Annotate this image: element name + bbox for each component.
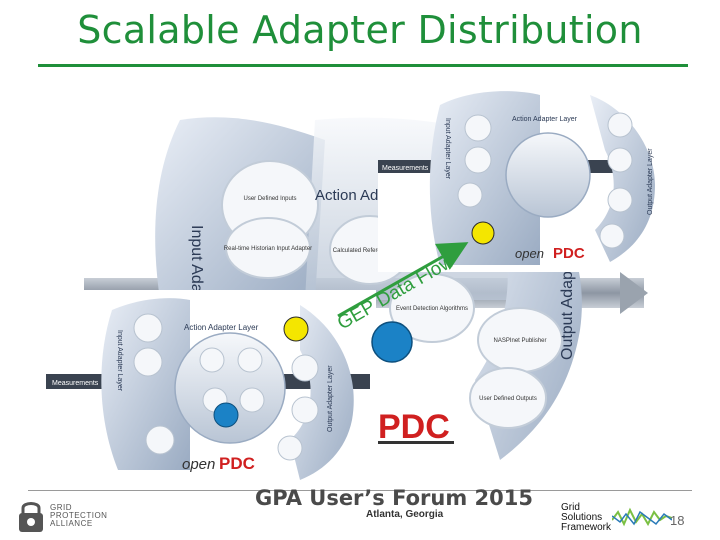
mini-top-node-6 (607, 187, 633, 213)
gsf-logo-line-3: Framework (561, 522, 612, 533)
mini-bottom-output-label: Output Adapter Layer (327, 365, 334, 432)
mini-top-input-label: Input Adapter Layer (444, 118, 451, 180)
mini-top-input-arc (429, 91, 540, 265)
mini-top-node-4 (607, 112, 633, 138)
mini-top-output-label: Output Adapter Layer (647, 148, 654, 215)
mini-bottom-action-label: Action Adapter Layer (184, 323, 259, 332)
gpa-logo-text: GRID PROTECTION ALLIANCE (50, 504, 107, 528)
gsf-logo-line-2: Solutions (561, 512, 603, 523)
gpa-logo-line-2: PROTECTION (50, 511, 108, 520)
slide-title: Scalable Adapter Distribution (77, 8, 643, 52)
mini-bottom-node-7 (199, 347, 225, 373)
mini-bottom-node-8 (237, 347, 263, 373)
mini-bottom-output-arc (290, 305, 354, 480)
title-underline (38, 64, 688, 67)
mini-bottom-measurements: Measurements (52, 380, 99, 387)
mini-top-yellow-node (471, 221, 495, 245)
mini-bottom-yellow-node (283, 316, 309, 342)
mini-top-output-arc (590, 95, 655, 262)
page-number: 18 (670, 513, 685, 528)
mini-bottom-node-6 (277, 435, 303, 461)
gpa-logo-line-1: GRID (50, 503, 72, 512)
gsf-waveform-icon (612, 507, 672, 527)
mini-bottom-pdc: PDC (219, 454, 255, 473)
large-blue-node (371, 321, 413, 363)
gsf-logo-text: Grid Solutions Framework (561, 503, 611, 533)
mini-bottom-node-2 (133, 347, 163, 377)
mini-bottom-input-arc (101, 298, 190, 470)
mini-top-node-3 (457, 182, 483, 208)
historian-label: Real-time Historian Input Adapter (224, 246, 312, 252)
gsf-logo-line-1: Grid (561, 502, 580, 513)
historian-node (225, 217, 311, 279)
mini-top-node-7 (599, 223, 625, 249)
mini-bottom-brand: open (182, 456, 215, 473)
gep-flow-arrow (337, 242, 469, 318)
user-outputs-label: User Defined Outputs (479, 396, 537, 402)
pdc-underline (378, 441, 454, 444)
mini-top-pdc: PDC (553, 245, 585, 262)
band-arrow-head (620, 272, 648, 314)
mini-top-action-ring (505, 132, 591, 218)
forum-title: GPA User’s Forum 2015 (255, 486, 533, 510)
mini-top-node-1 (464, 114, 492, 142)
event-detection-node (389, 273, 475, 343)
event-detection-label: Event Detection Algorithms (396, 306, 468, 312)
user-outputs-node (469, 367, 547, 429)
naspinet-label: NASPInet Publisher (493, 338, 546, 344)
pdc-logo: PDC (378, 408, 450, 446)
mini-top-node-2 (464, 146, 492, 174)
mini-bottom-node-4 (291, 354, 319, 382)
mini-bottom-node-1 (133, 313, 163, 343)
mini-diagram-top-right: Measurements Action Adapter Layer Input … (378, 91, 660, 272)
mini-bottom-input-label: Input Adapter Layer (116, 330, 123, 392)
gpa-lock-icon (19, 502, 43, 532)
mini-bottom-blue-node (213, 402, 239, 428)
mini-diagram-bottom-left: Measurements Action Adapter Layer Input … (46, 290, 376, 480)
mini-top-measurements: Measurements (382, 165, 429, 172)
footer-divider (28, 490, 692, 491)
mini-top-node-5 (607, 147, 633, 173)
user-inputs-label: User Defined Inputs (243, 196, 296, 202)
reference-angle-label: Calculated Reference Angle (333, 248, 408, 254)
adapter-distribution-diagram: User Defined Inputs Real-time Historian … (46, 91, 660, 480)
mini-top-brand: open (515, 246, 544, 261)
large-diagram: User Defined Inputs Real-time Historian … (84, 117, 648, 460)
mini-bottom-node-3 (145, 425, 175, 455)
forum-location: Atlanta, Georgia (366, 509, 444, 520)
mini-top-action-label: Action Adapter Layer (512, 116, 578, 123)
mini-bottom-node-10 (239, 387, 265, 413)
mini-bottom-node-5 (291, 396, 319, 424)
gpa-logo-line-3: ALLIANCE (50, 519, 93, 528)
